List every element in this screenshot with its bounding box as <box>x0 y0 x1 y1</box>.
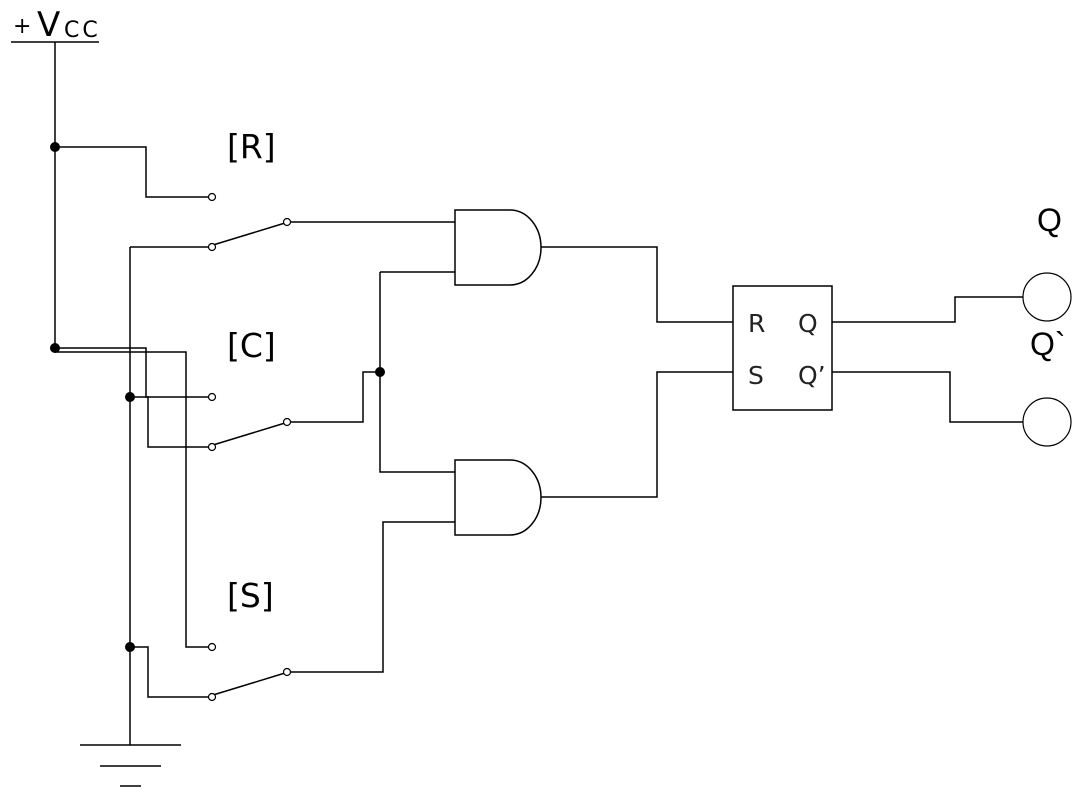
s-to-and-bottom-wire <box>291 521 455 673</box>
switch-r-high-terminal <box>207 192 217 202</box>
switch-s[interactable]: [S] <box>55 351 292 702</box>
switch-c-low-terminal <box>207 442 217 452</box>
and-gate-top <box>454 209 542 286</box>
switch-s-blade[interactable] <box>212 672 286 696</box>
switch-c-common-terminal <box>282 417 292 427</box>
qbar-output-lamp <box>1022 397 1072 447</box>
flipflop-pin-qbar: Q’ <box>798 361 826 390</box>
switch-r-vcc-wire <box>55 146 209 198</box>
switch-c[interactable]: [C] <box>55 326 292 452</box>
flipflop-pin-q: Q <box>798 309 818 338</box>
switch-s-label: [S] <box>227 576 274 615</box>
vcc-supply: + V CC <box>11 5 101 45</box>
junction-vcc-cs <box>50 343 60 353</box>
qbar-output-label: Q` <box>1030 326 1066 362</box>
flipflop-pin-r: R <box>748 309 765 338</box>
switch-s-vcc-wire <box>55 351 209 648</box>
switch-c-label: [C] <box>227 326 276 365</box>
q-output-label: Q <box>1037 202 1062 238</box>
junction-vcc-r <box>50 142 60 152</box>
and-gate-bottom <box>454 459 542 536</box>
switch-r-blade[interactable] <box>212 222 286 246</box>
switch-c-blade[interactable] <box>212 422 286 446</box>
c-to-junction-wire <box>291 371 380 423</box>
q-output-lamp <box>1022 272 1072 322</box>
switch-r[interactable]: [R] <box>55 127 292 252</box>
switch-s-low-terminal <box>207 692 217 702</box>
junction-ground-c <box>125 392 135 402</box>
switch-s-ground-wire <box>130 646 209 698</box>
flipflop-pin-s: S <box>748 361 764 390</box>
ground <box>80 247 181 787</box>
junction-clock <box>375 367 385 377</box>
vcc-v-letter: V <box>37 5 60 45</box>
switch-r-label: [R] <box>227 127 276 166</box>
clock-bus-wire <box>379 272 455 473</box>
switch-c-ground-wire <box>130 396 209 448</box>
junction-ground-s <box>125 642 135 652</box>
and-top-to-r-wire <box>541 246 733 323</box>
qbar-output-wire <box>832 371 1023 423</box>
flipflop-box <box>732 285 833 411</box>
q-output-wire <box>832 296 1023 323</box>
rs-flipflop: R S Q Q’ <box>732 285 833 411</box>
switch-c-vcc-wire <box>55 347 209 398</box>
switch-s-high-terminal <box>207 642 217 652</box>
switch-r-common-terminal <box>282 217 292 227</box>
vcc-cc-letters: CC <box>64 18 101 43</box>
and-bottom-to-s-wire <box>541 371 733 498</box>
switch-c-high-terminal <box>207 392 217 402</box>
vcc-plus-sign: + <box>13 14 31 39</box>
switch-r-low-terminal <box>207 242 217 252</box>
switch-s-common-terminal <box>282 667 292 677</box>
